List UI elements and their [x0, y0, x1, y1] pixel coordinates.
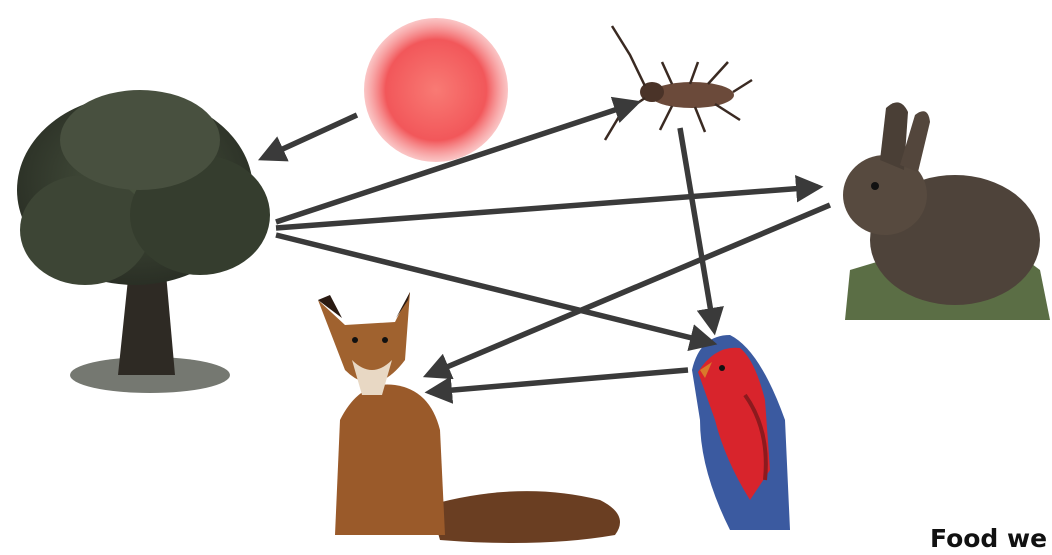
fox-icon — [318, 292, 620, 543]
caption-text: Food we — [930, 524, 1047, 553]
tree-icon — [17, 90, 270, 393]
cardinal-icon — [692, 335, 790, 530]
beetle-icon — [605, 26, 752, 140]
arrow-beetle-to-cardinal — [680, 128, 714, 330]
rabbit-icon — [843, 102, 1050, 320]
arrow-sun-to-tree — [263, 115, 357, 158]
arrow-cardinal-to-fox — [430, 370, 688, 392]
sun-icon — [364, 18, 508, 162]
